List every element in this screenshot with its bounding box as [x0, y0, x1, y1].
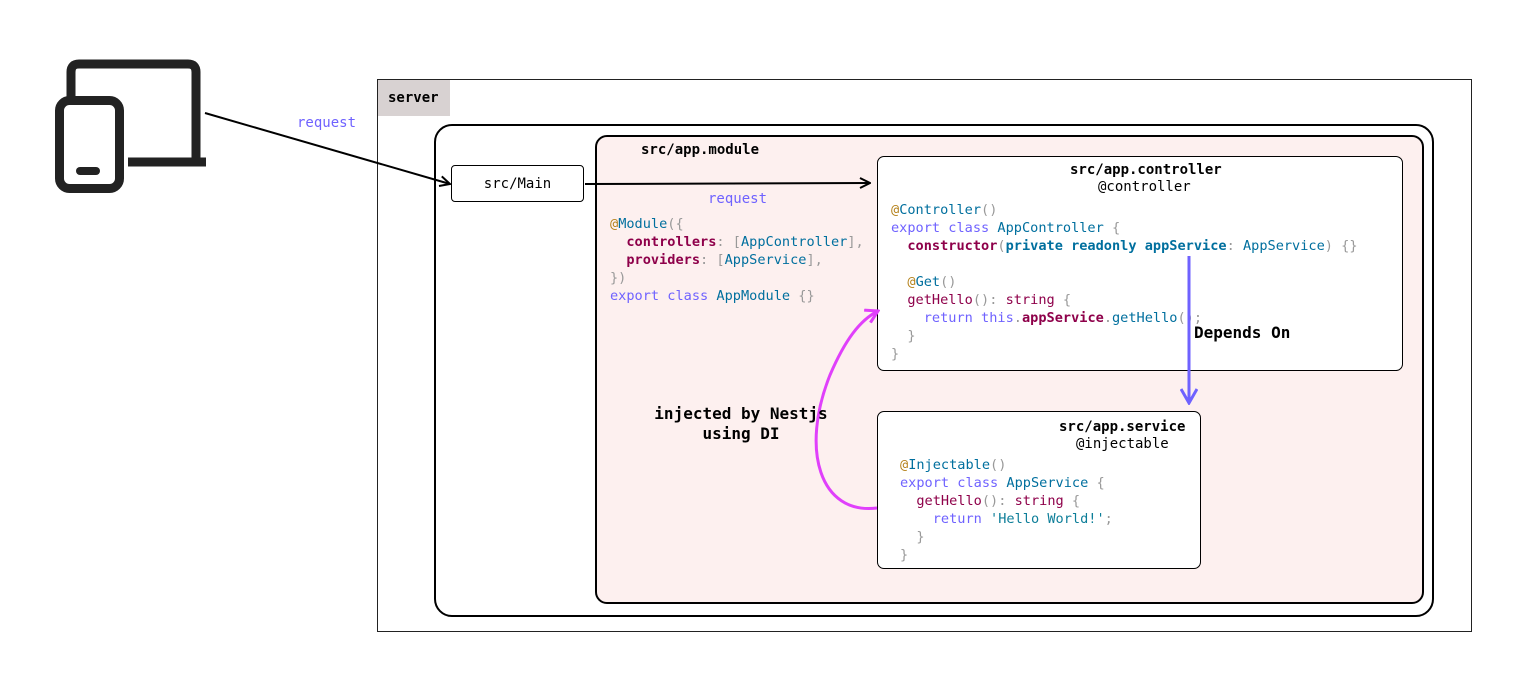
controller-title: src/app.controller: [1070, 162, 1222, 178]
service-card: src/app.service @injectable @Injectable(…: [877, 411, 1201, 569]
main-entry-label: src/Main: [483, 175, 552, 192]
code-token: getHello: [907, 292, 973, 308]
code-token: export class: [900, 475, 999, 491]
code-token: (): [981, 202, 998, 218]
code-token: Injectable: [908, 457, 991, 473]
code-token: {}: [798, 288, 815, 304]
code-token: (: [997, 238, 1006, 254]
code-token: }): [610, 270, 627, 286]
code-token: }: [907, 328, 916, 344]
code-token: {: [1096, 475, 1105, 491]
code-token: }: [900, 547, 909, 563]
code-token: @: [907, 274, 916, 290]
code-token: controllers: [626, 234, 717, 250]
app-container-frame: [434, 124, 1434, 617]
code-token: AppModule: [716, 288, 791, 304]
code-token: :: [1226, 238, 1235, 254]
code-token: providers: [626, 252, 701, 268]
code-token: {: [1062, 292, 1072, 308]
code-token: }: [916, 529, 925, 545]
module-code: @Module({ controllers: [AppController], …: [610, 215, 864, 305]
code-token: AppService: [1242, 238, 1325, 254]
code-token: export class: [891, 220, 990, 236]
code-token: ():: [981, 493, 1007, 509]
code-token: Module: [618, 216, 668, 232]
main-entry-box: src/Main: [451, 165, 584, 202]
module-title: src/app.module: [641, 142, 760, 158]
depends-on-label: Depends On: [1194, 323, 1291, 342]
code-token: return: [932, 511, 982, 527]
code-token: private readonly appService: [1005, 238, 1227, 254]
code-token: ) {}: [1324, 238, 1358, 254]
code-token: appService: [1021, 310, 1104, 326]
code-token: AppController: [740, 234, 848, 250]
code-token: @: [900, 457, 909, 473]
controller-card: src/app.controller @controller @Controll…: [877, 156, 1403, 371]
code-token: getHello: [916, 493, 982, 509]
code-token: @: [891, 202, 900, 218]
code-token: 'Hello World!': [990, 511, 1105, 527]
devices-icon: [55, 59, 206, 193]
code-token: getHello: [1112, 310, 1178, 326]
code-token: : [: [700, 252, 725, 268]
code-token: return this: [923, 310, 1014, 326]
code-token: {: [1112, 220, 1121, 236]
server-label: server: [378, 80, 450, 116]
code-token: AppService: [1006, 475, 1089, 491]
code-token: string: [1014, 493, 1064, 509]
code-token: }: [891, 346, 900, 362]
code-token: @: [610, 216, 619, 232]
code-token: : [: [716, 234, 741, 250]
code-token: (): [990, 457, 1007, 473]
code-token: string: [1005, 292, 1055, 308]
service-subtitle: @injectable: [1076, 436, 1169, 452]
code-token: ;: [1104, 511, 1113, 527]
code-token: ({: [667, 216, 684, 232]
code-token: constructor: [907, 238, 998, 254]
code-token: AppController: [997, 220, 1104, 236]
service-code: @Injectable() export class AppService { …: [900, 456, 1113, 564]
controller-code: @Controller() export class AppController…: [891, 201, 1358, 363]
code-token: ],: [847, 234, 864, 250]
inject-label-line2: using DI: [702, 424, 780, 443]
code-token: {: [1071, 493, 1081, 509]
code-token: export class: [610, 288, 709, 304]
code-token: Get: [915, 274, 941, 290]
service-title: src/app.service: [1059, 419, 1186, 435]
inject-label-line1: injected by Nestjs: [654, 404, 828, 423]
main-request-label: request: [708, 191, 768, 207]
code-token: .: [1103, 310, 1112, 326]
code-token: AppService: [724, 252, 807, 268]
code-token: ():: [972, 292, 998, 308]
server-frame: [377, 79, 1472, 632]
code-token: .: [1013, 310, 1022, 326]
code-token: (): [940, 274, 957, 290]
controller-subtitle: @controller: [1098, 179, 1191, 195]
code-token: Controller: [899, 202, 982, 218]
client-request-label: request: [297, 115, 357, 131]
code-token: ],: [806, 252, 823, 268]
